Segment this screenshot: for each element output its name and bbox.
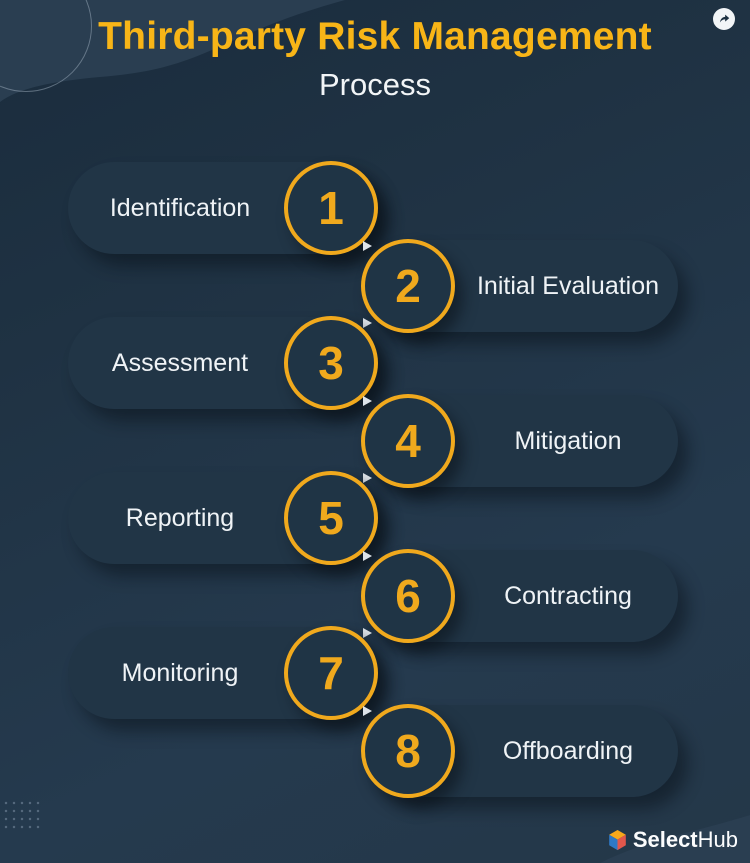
logo-text: SelectHub [633, 827, 738, 853]
flow-arrow-icon [363, 241, 372, 251]
flow-arrow-icon [363, 551, 372, 561]
logo-text-hub: Hub [697, 827, 738, 852]
step-number-circle-7: 7 [284, 626, 378, 720]
step-number-circle-4: 4 [361, 394, 455, 488]
step-number: 5 [318, 492, 344, 544]
step-label: Assessment [111, 348, 249, 377]
flow-arrow-icon [363, 396, 372, 406]
step-number: 7 [318, 647, 344, 699]
step-label: Reporting [125, 503, 235, 532]
step-number: 4 [395, 415, 421, 467]
flow-arrow-icon [363, 706, 372, 716]
step-label: Initial Evaluation [476, 271, 660, 300]
step-number: 8 [395, 725, 421, 777]
step-number-circle-3: 3 [284, 316, 378, 410]
step-label: Contracting [504, 581, 632, 610]
header: Third-party Risk Management Process [0, 15, 750, 103]
dots-grid-decoration [2, 799, 44, 831]
page-subtitle: Process [319, 66, 431, 102]
flow-arrow-icon [363, 628, 372, 638]
step-label: Mitigation [514, 426, 622, 455]
share-arrow-icon [719, 14, 730, 23]
step-number-circle-8: 8 [361, 704, 455, 798]
share-button[interactable] [713, 8, 735, 30]
logo-text-select: Select [632, 827, 698, 852]
step-number: 6 [395, 570, 421, 622]
step-label: Identification [109, 193, 251, 222]
step-label: Offboarding [502, 736, 634, 765]
step-number: 2 [395, 260, 421, 312]
step-label: Monitoring [121, 658, 239, 687]
step-number-circle-5: 5 [284, 471, 378, 565]
flow-arrow-icon [363, 473, 372, 483]
step-number-circle-2: 2 [361, 239, 455, 333]
page-title: Third-party Risk Management [98, 15, 652, 58]
step-number-circle-1: 1 [284, 161, 378, 255]
selecthub-logo[interactable]: SelectHub [607, 827, 738, 853]
selecthub-cube-icon [609, 829, 626, 851]
step-number: 1 [318, 182, 344, 234]
step-number-circle-6: 6 [361, 549, 455, 643]
flow-arrow-icon [363, 318, 372, 328]
step-number: 3 [318, 337, 344, 389]
